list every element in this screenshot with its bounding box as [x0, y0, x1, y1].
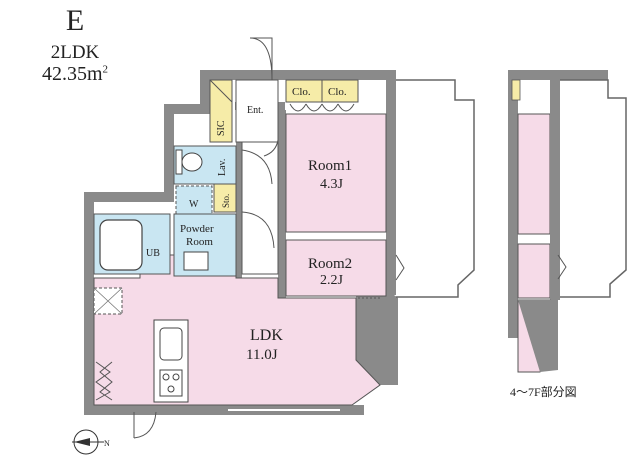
label-sic: SIC [216, 120, 227, 136]
washbasin-icon [183, 251, 209, 271]
hall-door-arcs [241, 139, 279, 249]
inset-plan [508, 70, 627, 373]
closet-2 [321, 79, 359, 103]
label-sto: Sto. [221, 194, 231, 208]
room2-door [395, 254, 405, 281]
toilet-icon [181, 152, 203, 172]
label-lav: Lav. [217, 159, 228, 176]
compass-icon: N [72, 429, 110, 455]
area-unit-sup: 2 [102, 63, 109, 76]
closet-door-arcs [289, 103, 355, 112]
label-powder-1: Powder [180, 223, 214, 235]
label-room2-name: Room2 [308, 256, 352, 272]
label-room1-size: 4.3J [320, 177, 344, 192]
label-ldk-name: LDK [250, 327, 283, 344]
label-clo-2: Clo. [328, 86, 347, 98]
bathtub-icon [99, 219, 143, 271]
inset-caption: 4～7F部分図 [510, 384, 577, 399]
compass-letter: N [104, 439, 110, 448]
sink-icon [159, 327, 183, 361]
area-label: 42.35m2 [0, 63, 150, 86]
washer-space [175, 185, 213, 215]
layout-label: 2LDK [50, 42, 100, 63]
ldk-door [133, 411, 157, 439]
area-value: 42.35m [41, 63, 103, 85]
room2-floor [285, 239, 387, 297]
hallway-floor [241, 141, 279, 275]
room1-floor [285, 113, 387, 233]
label-w: W [189, 199, 199, 210]
unit-type-label: E [65, 4, 85, 37]
label-powder-2: Room [186, 236, 213, 248]
cupboard-doors [95, 361, 111, 401]
label-ent: Ent. [247, 105, 263, 116]
label-room1-name: Room1 [308, 158, 352, 174]
sic-floor [209, 79, 233, 143]
entrance-door [249, 37, 273, 81]
label-room2-size: 2.2J [320, 273, 344, 288]
label-ub: UB [146, 248, 160, 259]
balcony-outline [396, 79, 475, 298]
stove-icon [159, 369, 183, 397]
label-ldk-size: 11.0J [246, 347, 278, 363]
label-clo-1: Clo. [292, 86, 311, 98]
storage-floor [213, 183, 237, 213]
